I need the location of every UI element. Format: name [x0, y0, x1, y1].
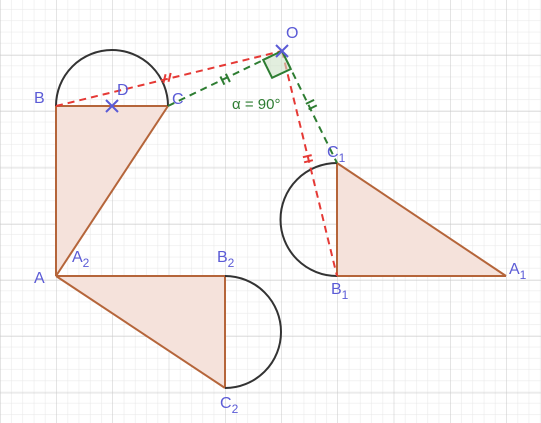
segment-c1a1[interactable] [336, 162, 507, 277]
point-o-marker[interactable] [275, 44, 289, 58]
tick-marks-red [162, 72, 314, 164]
segment-a2c2[interactable] [55, 275, 226, 389]
angle-label: α = 90° [232, 96, 280, 113]
semicircle-c1b1[interactable] [279, 162, 338, 277]
semicircle-bc[interactable] [55, 49, 169, 107]
label-c2: C2 [220, 395, 239, 416]
label-b1: B1 [331, 281, 349, 302]
dashed-line-co[interactable] [167, 50, 283, 107]
label-a1: A1 [509, 261, 527, 282]
dashed-line-ob1[interactable] [281, 50, 338, 277]
dashed-line-oc1[interactable] [281, 50, 338, 164]
segment-ac[interactable] [55, 105, 169, 277]
label-c: C [172, 91, 184, 108]
dashed-line-bo[interactable] [55, 50, 283, 107]
semicircle-b2c2[interactable] [224, 275, 282, 389]
label-c1: C1 [327, 144, 346, 165]
label-a2: A2 [72, 249, 90, 270]
tick-marks-green [219, 73, 318, 111]
label-o: O [286, 25, 298, 42]
label-d: D [117, 82, 129, 99]
label-a: A [34, 270, 45, 287]
right-angle-marker [261, 49, 293, 80]
label-b: B [34, 90, 45, 107]
point-d-marker[interactable] [105, 99, 119, 113]
label-b2: B2 [217, 249, 235, 270]
